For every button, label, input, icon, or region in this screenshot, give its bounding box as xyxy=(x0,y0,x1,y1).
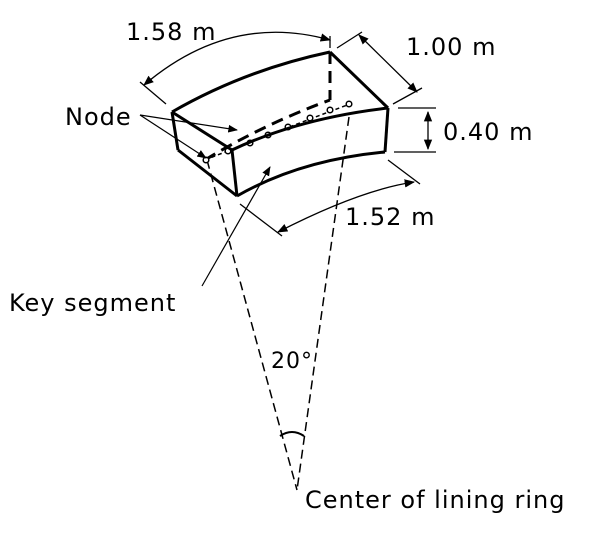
ext-line-depth-top xyxy=(336,31,363,49)
dim-line-depth xyxy=(358,34,418,93)
ext-line-width-top-left xyxy=(139,81,167,105)
label-angle: 20° xyxy=(271,349,313,374)
ext-line-width-bottom-right xyxy=(387,159,421,185)
edge-bottom-left xyxy=(177,148,238,198)
edge-bottom-front xyxy=(236,150,386,198)
label-width-bottom: 1.52 m xyxy=(345,203,435,231)
node-point xyxy=(202,156,210,164)
radial-line-right xyxy=(296,116,350,491)
radial-line-left xyxy=(206,159,298,491)
edge-front-left-vertical xyxy=(230,149,239,197)
leader-lines xyxy=(139,114,271,287)
dim-arc-width-bottom xyxy=(277,179,416,233)
label-width-top: 1.58 m xyxy=(126,18,216,46)
label-center: Center of lining ring xyxy=(305,486,565,514)
ext-line-width-bottom-left xyxy=(239,203,283,237)
angle-arc xyxy=(279,431,305,437)
leader-node-2 xyxy=(139,114,238,133)
edge-top-back xyxy=(171,50,331,114)
label-node: Node xyxy=(65,103,132,131)
block-solid-edges xyxy=(170,50,390,198)
edge-top-right xyxy=(328,50,390,110)
node-point xyxy=(345,100,353,108)
node-point xyxy=(306,114,314,122)
edge-top-left xyxy=(171,110,233,152)
label-key-segment: Key segment xyxy=(9,289,176,317)
node-point xyxy=(326,106,334,114)
edge-front-right-vertical xyxy=(383,107,390,153)
edge-left-back-vertical xyxy=(170,111,180,151)
edge-top-front xyxy=(231,106,389,152)
dimension-lines xyxy=(139,31,436,237)
label-depth: 1.00 m xyxy=(406,33,496,61)
label-height: 0.40 m xyxy=(443,118,533,146)
ext-line-depth-bottom xyxy=(392,87,423,105)
hidden-edge-back-bottom xyxy=(204,98,331,162)
radial-dashed-lines xyxy=(206,116,350,491)
dim-arc-width-top xyxy=(143,31,332,86)
leader-node-1 xyxy=(139,114,207,159)
leader-key-segment xyxy=(201,166,271,287)
